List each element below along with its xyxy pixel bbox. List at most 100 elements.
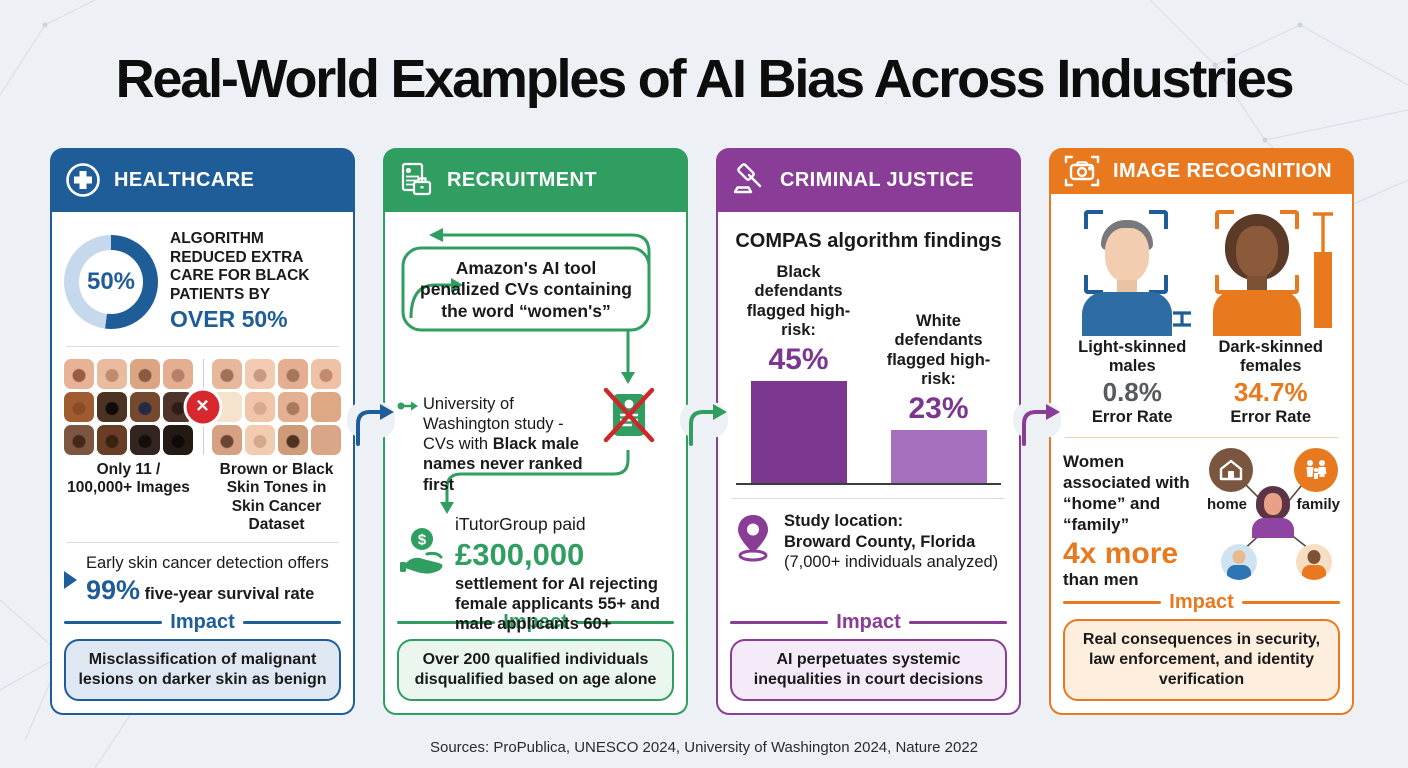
skin-swatch <box>212 424 242 455</box>
male-shoulders <box>1082 292 1173 337</box>
male-error-rate-caption: Error Rate <box>1091 408 1173 427</box>
resume-briefcase-icon <box>401 162 432 196</box>
uw-note-bold: Black male names never ranked first <box>423 435 583 494</box>
association-text: Women associated with “home” and “family… <box>1063 452 1190 534</box>
gavel-icon <box>733 163 762 194</box>
criminal-justice-impact: Impact AI perpetuates systemic inequalit… <box>730 611 1007 701</box>
female-error-rate-caption: Error Rate <box>1230 408 1312 427</box>
association-network-diagram: home family <box>1203 446 1340 584</box>
healthcare-stat-text: ALGORITHM REDUCED EXTRA CARE FOR BLACK P… <box>170 230 341 334</box>
dark-swatch-caption: Only 11 / 100,000+ Images <box>67 460 190 497</box>
chart-baseline <box>736 482 1001 485</box>
skin-swatch <box>163 358 193 389</box>
amazon-bias-note: Amazon's AI tool penalized CVs containin… <box>420 257 632 321</box>
male-label: Light-skinned males <box>1078 338 1187 376</box>
survival-line: Early skin cancer detection offers <box>86 554 329 573</box>
family-label: family <box>1296 496 1340 514</box>
light-skinned-male-figure <box>1068 210 1196 337</box>
image-recognition-title: IMAGE RECOGNITION <box>1113 159 1333 182</box>
stat-line: ALGORITHM REDUCED EXTRA CARE FOR BLACK P… <box>170 230 310 303</box>
recruitment-header: RECRUITMENT <box>383 148 688 212</box>
medical-cross-icon <box>66 163 100 197</box>
swatch-captions: Only 11 / 100,000+ Images Brown or Black… <box>64 461 341 534</box>
divider <box>732 497 1005 499</box>
skin-swatch <box>311 391 341 422</box>
skin-swatch <box>163 424 193 455</box>
healthcare-title: HEALTHCARE <box>114 168 255 191</box>
criminal-justice-title: CRIMINAL JUSTICE <box>780 168 974 191</box>
female-face <box>1235 226 1278 279</box>
criminal-justice-impact-text: AI perpetuates systemic inequalities in … <box>730 639 1007 701</box>
study-location: Study location: Broward County, Florida … <box>730 511 1007 573</box>
skin-swatch <box>245 424 275 455</box>
compas-bar-chart: Black defendants flagged high-risk: 45% … <box>730 263 1007 483</box>
dark-skinned-female-column: Dark-skinned females 34.7% Error Rate <box>1204 210 1338 427</box>
dark-skinned-female-figure <box>1207 210 1335 337</box>
fifty-percent-donut-chart: 50% <box>64 234 158 329</box>
family-icon <box>1294 448 1338 493</box>
bullet-arrow-icon <box>397 401 418 411</box>
face-detection-brackets-icon <box>1084 210 1169 295</box>
word-association-block: Women associated with “home” and “family… <box>1063 446 1340 591</box>
female-shoulders <box>1212 290 1301 337</box>
divider <box>66 542 339 544</box>
svg-text:$: $ <box>418 532 427 549</box>
healthcare-card: HEALTHCARE 50% ALGORITHM REDUCED EXTRA C… <box>50 148 355 715</box>
association-stat: 4x more <box>1063 537 1179 571</box>
image-recognition-card: IMAGE RECOGNITION Light-skinned male <box>1049 148 1354 715</box>
settlement-block: $ iTutorGroup paid £300,000 settlement f… <box>397 514 674 635</box>
healthcare-impact: Impact Misclassification of malignant le… <box>64 611 341 701</box>
light-swatch-caption: Brown or Black Skin Tones in Skin Cancer… <box>219 460 334 533</box>
divider <box>66 345 339 347</box>
stat-highlight: OVER 50% <box>170 306 288 333</box>
light-skin-swatch-grid <box>212 358 341 455</box>
columns-container: HEALTHCARE 50% ALGORITHM REDUCED EXTRA C… <box>50 148 1354 715</box>
skin-swatch <box>130 391 160 422</box>
woman-avatar <box>1252 486 1294 539</box>
white-defendants-group: White defendants flagged high-risk: 23% <box>880 312 998 483</box>
female-neck <box>1246 276 1267 293</box>
healthcare-stat-row: 50% ALGORITHM REDUCED EXTRA CARE FOR BLA… <box>64 222 341 338</box>
divider <box>1065 437 1338 439</box>
skin-swatch <box>245 391 275 422</box>
uw-note-normal: University of Washington study - CVs wit… <box>423 395 564 454</box>
skin-swatch <box>97 358 127 389</box>
error-rate-comparison: Light-skinned males 0.8% Error Rate <box>1063 204 1340 427</box>
home-label: home <box>1207 496 1248 514</box>
bar-value: 23% <box>908 391 969 425</box>
flow-arrow-green <box>680 402 728 446</box>
skin-swatch <box>64 391 94 422</box>
male-neck <box>1117 280 1138 295</box>
donut-value: 50% <box>79 249 143 314</box>
survival-note: Early skin cancer detection offers 99% f… <box>64 551 341 609</box>
play-arrow-icon <box>64 571 77 590</box>
skin-swatch <box>311 424 341 455</box>
female-label: Dark-skinned females <box>1218 338 1324 376</box>
recruitment-title: RECRUITMENT <box>447 168 597 191</box>
light-skinned-man-avatar <box>1221 544 1257 581</box>
recruitment-flow: Amazon's AI tool penalized CVs containin… <box>397 222 674 633</box>
skin-swatch <box>130 424 160 455</box>
recruitment-impact: Impact Over 200 qualified individuals di… <box>397 611 674 701</box>
black-defendants-bar <box>750 380 847 483</box>
survival-stat: 99% <box>86 574 141 605</box>
skin-swatch <box>278 391 308 422</box>
impact-label: Impact <box>1169 591 1234 613</box>
skin-swatch <box>64 424 94 455</box>
recruitment-impact-text: Over 200 qualified individuals disqualif… <box>397 639 674 701</box>
swatch-separator: ✕ <box>186 358 219 455</box>
skin-swatch <box>97 424 127 455</box>
black-defendants-group: Black defendants flagged high-risk: 45% <box>740 263 858 483</box>
white-defendants-bar <box>890 429 987 483</box>
association-rest: than men <box>1063 570 1139 590</box>
dark-skinned-man-avatar <box>1296 544 1332 581</box>
flow-connectors <box>401 228 651 514</box>
criminal-justice-card: CRIMINAL JUSTICE COMPAS algorithm findin… <box>716 148 1021 715</box>
skin-swatch <box>311 358 341 389</box>
red-x-icon: ✕ <box>186 390 219 424</box>
criminal-justice-header: CRIMINAL JUSTICE <box>716 148 1021 212</box>
location-title: Study location: <box>784 511 904 530</box>
impact-label: Impact <box>170 611 235 633</box>
healthcare-impact-text: Misclassification of malignant lesions o… <box>64 639 341 701</box>
location-detail: (7,000+ individuals analyzed) <box>784 553 999 572</box>
